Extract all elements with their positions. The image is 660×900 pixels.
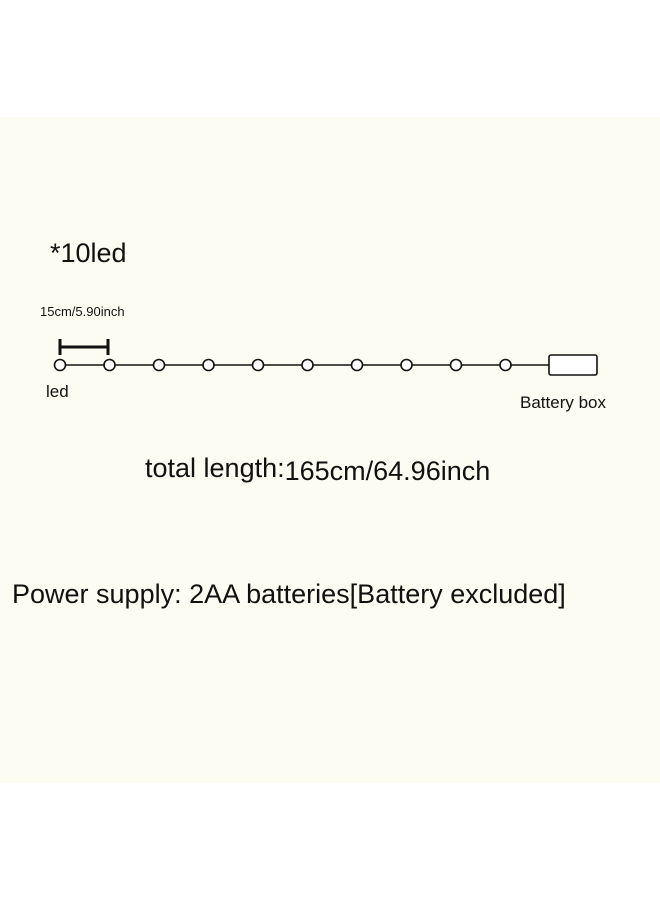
led-string-diagram <box>53 339 598 376</box>
total-length-value: 165cm/64.96inch <box>284 456 491 486</box>
power-supply-text: Power supply: 2AA batteries[Battery excl… <box>12 579 566 609</box>
spacing-label: 15cm/5.90inch <box>40 304 125 319</box>
led-bulb <box>301 358 314 372</box>
led-bulb <box>251 358 265 372</box>
led-group <box>53 358 512 372</box>
led-bulb <box>400 358 413 372</box>
led-bulb <box>350 358 364 372</box>
led-bulb <box>53 358 67 372</box>
led-count-label: *10led <box>50 238 127 268</box>
led-bulb <box>449 358 463 372</box>
diagram-canvas: *10led 15cm/5.90inch led Battery box tot… <box>0 117 660 783</box>
total-length-line: total length:165cm/64.96inch <box>145 453 491 486</box>
total-length-label: total length: <box>145 453 285 483</box>
led-bulb <box>499 358 512 372</box>
led-label: led <box>46 382 69 401</box>
battery-box <box>548 354 598 376</box>
battery-box-label: Battery box <box>520 393 606 412</box>
led-bulb <box>103 358 116 372</box>
led-bulb <box>152 358 166 372</box>
led-bulb <box>202 358 215 372</box>
spacing-scale-bar <box>58 339 110 355</box>
